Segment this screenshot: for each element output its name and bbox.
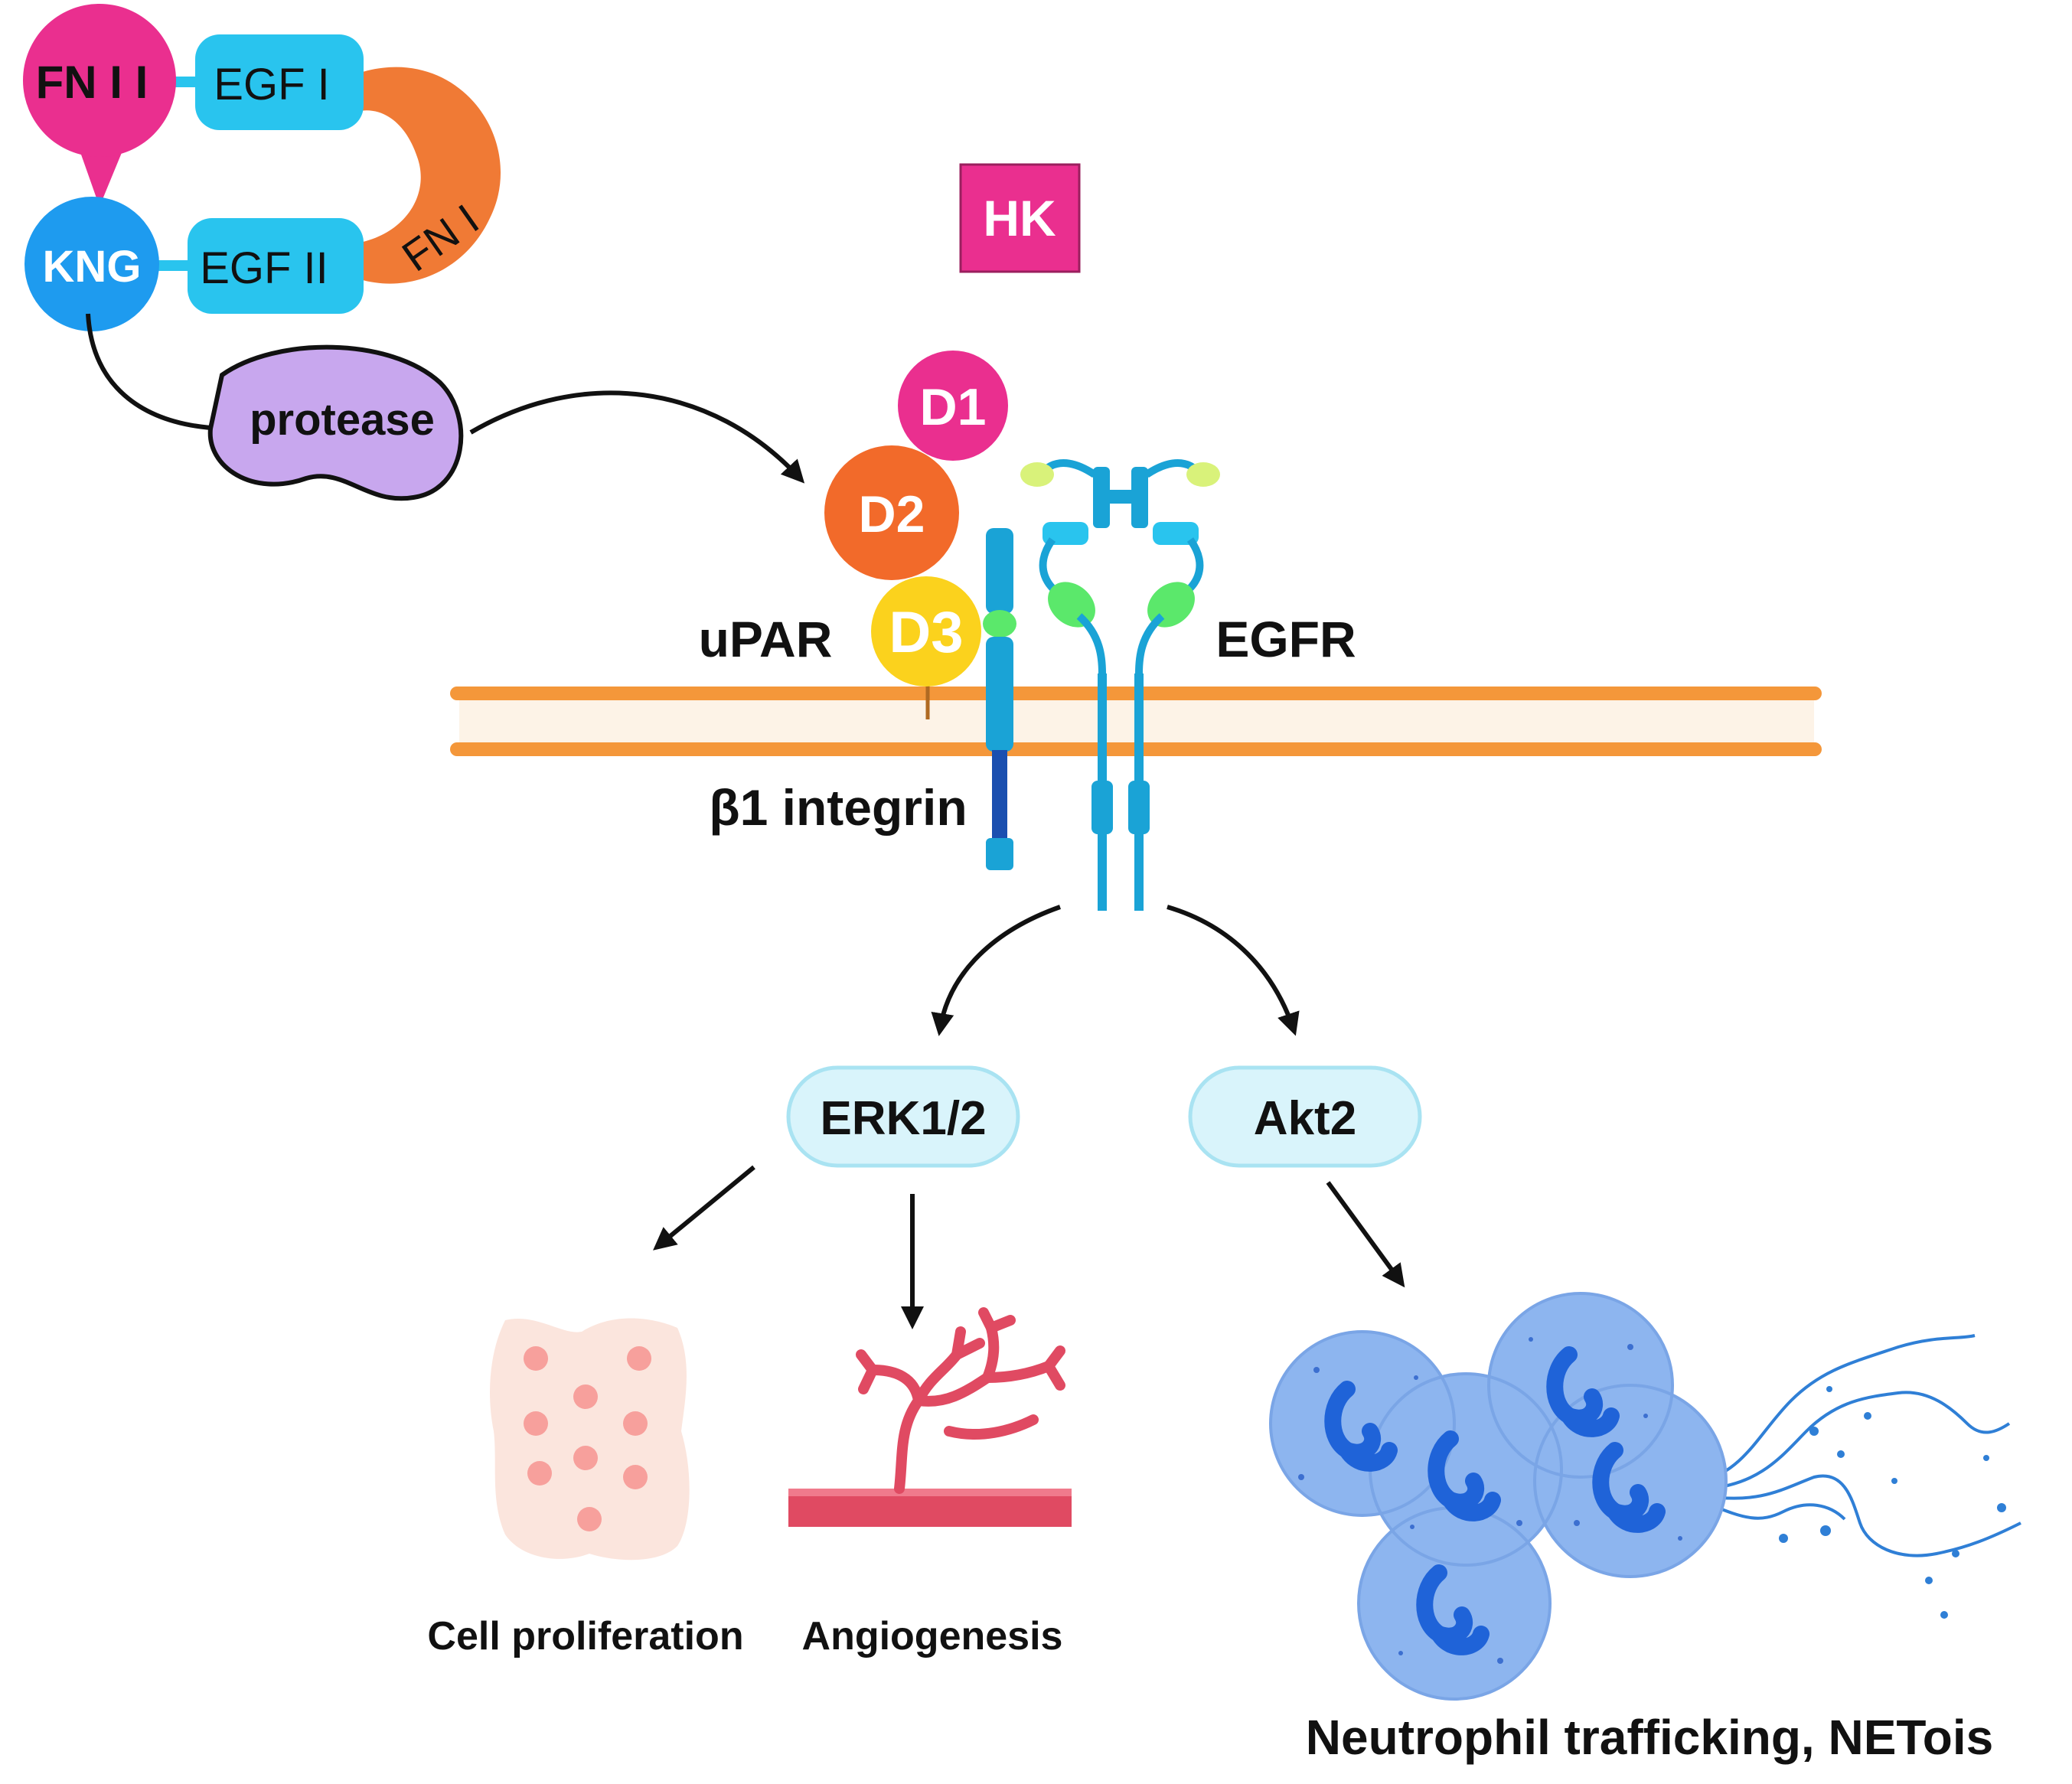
hk-box: HK	[959, 163, 1081, 273]
egfr-to-akt-arrow	[1167, 905, 1300, 1036]
egf1-label: EGF I	[214, 60, 329, 109]
egf2-label: EGF II	[200, 243, 328, 293]
erk-label: ERK1/2	[820, 1092, 986, 1145]
blood-vessel-icon	[788, 1307, 1072, 1527]
fn2-label: FN I I	[36, 57, 148, 108]
hk-label: HK	[983, 190, 1056, 246]
neutrophil-net-icon	[1269, 1292, 2021, 1701]
d3-label: D3	[889, 600, 963, 665]
beta1-integrin: β1 integrin	[709, 528, 1016, 870]
akt-pill: Akt2	[1188, 1065, 1422, 1168]
egfr-to-erk-arrow	[931, 905, 1061, 1036]
fn2-kng-pointer	[77, 142, 126, 207]
d1-label: D1	[920, 378, 987, 436]
kng-label: KNG	[43, 242, 142, 292]
egf1-domain	[195, 34, 364, 130]
akt-label: Akt2	[1254, 1092, 1356, 1145]
erk-pill: ERK1/2	[786, 1065, 1020, 1168]
kng-protease-line	[86, 313, 223, 431]
hk-domain-structure: FN I I EGF I KNG EGF II FN I protease	[23, 4, 805, 501]
neutrophil-label: Neutrophil trafficking, NETois	[1306, 1710, 1993, 1765]
erk-to-proliferation-arrow	[653, 1165, 755, 1251]
d3-domain	[871, 576, 981, 687]
cell-proliferation-label: Cell proliferation	[427, 1614, 743, 1658]
egf2-domain	[188, 218, 364, 314]
egfr-receptor: EGFR	[1020, 459, 1356, 911]
cell-cluster-icon	[490, 1318, 690, 1561]
d2-label: D2	[859, 485, 925, 543]
d1-domain	[898, 351, 1008, 461]
upar-receptor: D1 D2 D3 uPAR	[699, 351, 1008, 719]
d2-domain	[824, 445, 959, 580]
egfr-label: EGFR	[1215, 611, 1356, 667]
upar-label: uPAR	[699, 611, 833, 667]
kng-domain	[24, 197, 159, 331]
fn2-domain	[23, 4, 176, 157]
protease-enzyme	[207, 344, 464, 501]
integrin-label: β1 integrin	[709, 779, 967, 836]
angiogenesis-label: Angiogenesis	[802, 1614, 1063, 1658]
akt-to-neutrophil-arrow	[1326, 1181, 1405, 1288]
kng-egf2-linker	[157, 260, 191, 271]
protease-label: protease	[250, 395, 435, 445]
protease-to-upar-arrow	[469, 390, 805, 484]
fn1-domain	[337, 67, 501, 284]
